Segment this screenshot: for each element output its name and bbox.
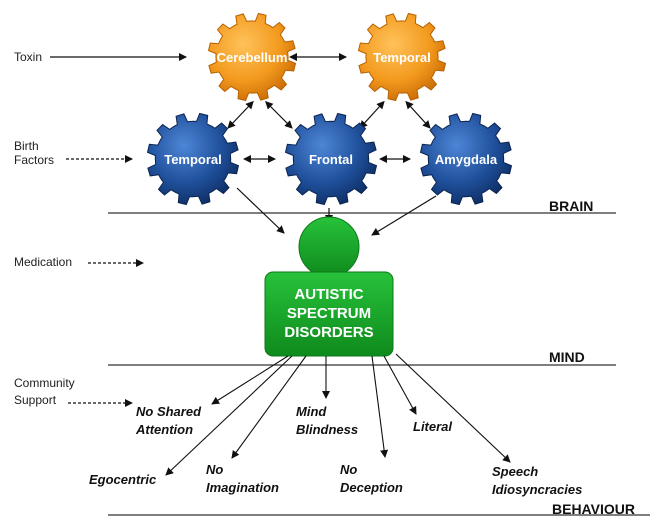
gear-amygdala-label: Amygdala (435, 152, 498, 167)
gear-temporal-top-shape (357, 12, 447, 102)
asd-figure-head (298, 216, 360, 278)
arrow-to-no-shared-attention (211, 355, 289, 405)
toxin-label: Toxin (14, 50, 42, 64)
gear-amygdala-shape (419, 112, 513, 206)
arrow-temporal-to-asd (236, 187, 285, 234)
mind-label: MIND (549, 349, 585, 365)
speech-idiosyncracies-line-2: Idiosyncracies (492, 482, 582, 497)
arrow-to-no-deception (371, 355, 389, 458)
link-cerebellum-temporal-left (227, 100, 254, 129)
asd-title-line-2: SPECTRUM (287, 305, 371, 322)
asd-title-line-3: DISORDERS (284, 324, 373, 341)
mind-blindness-line-2: Blindness (296, 422, 358, 437)
gear-temporal-left-label: Temporal (164, 152, 222, 167)
gear-cerebellum: Cerebellum (207, 12, 297, 102)
arrow-to-literal (383, 355, 417, 415)
arrow-to-no-imagination (231, 355, 307, 459)
link-cerebellum-frontal (265, 101, 293, 129)
medication-label: Medication (14, 255, 72, 269)
gear-amygdala: Amygdala (419, 112, 513, 206)
link-temporal-frontal (359, 100, 385, 129)
no-shared-attention-line-1: No Shared (136, 404, 202, 419)
asd-title-line-1: AUTISTIC (294, 286, 363, 303)
arrow-to-speech-idiosyncracies (395, 353, 511, 463)
gear-cerebellum-shape (207, 12, 297, 102)
gear-temporal-left-shape (146, 112, 240, 206)
gear-frontal-shape (284, 112, 378, 206)
link-temporal-amygdala (405, 100, 431, 129)
community-support-label-2: Support (14, 393, 57, 407)
arrow-amygdala-to-asd (371, 195, 437, 236)
gear-cerebellum-label: Cerebellum (217, 50, 288, 65)
speech-idiosyncracies-line-1: Speech (492, 464, 538, 479)
gear-temporal-top: Temporal (357, 12, 447, 102)
no-deception-line-2: Deception (340, 480, 403, 495)
birth-factors-label-2: Factors (14, 153, 54, 167)
gear-frontal: Frontal (284, 112, 378, 206)
no-deception-line-1: No (340, 462, 357, 477)
community-support-label-1: Community (14, 376, 75, 390)
birth-factors-label-1: Birth (14, 139, 39, 153)
gear-temporal-top-label: Temporal (373, 50, 431, 65)
literal-label: Literal (413, 419, 452, 434)
asd-figure-body (264, 271, 394, 357)
behaviour-label: BEHAVIOUR (552, 501, 635, 517)
egocentric-label: Egocentric (89, 472, 157, 487)
gear-temporal-left: Temporal (146, 112, 240, 206)
arrow-to-egocentric (165, 355, 293, 476)
no-shared-attention-line-2: Attention (135, 422, 193, 437)
no-imagination-line-2: Imagination (206, 480, 279, 495)
brain-label: BRAIN (549, 198, 593, 214)
no-imagination-line-1: No (206, 462, 223, 477)
mind-blindness-line-1: Mind (296, 404, 327, 419)
gear-frontal-label: Frontal (309, 152, 353, 167)
